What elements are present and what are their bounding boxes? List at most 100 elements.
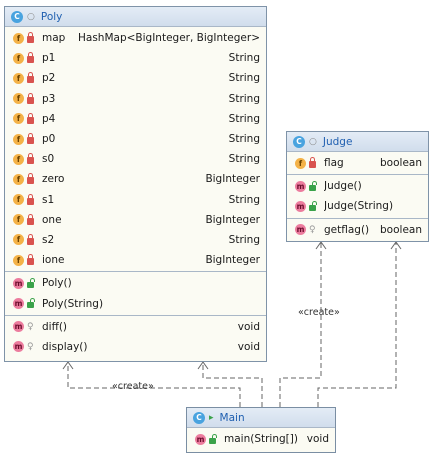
private-lock-icon — [27, 72, 34, 84]
public-unlock-icon — [309, 180, 317, 191]
field-name: p0 — [42, 133, 56, 146]
constructor-row[interactable]: m Poly(String) — [5, 293, 266, 313]
field-icon: f — [13, 194, 24, 206]
field-icon: f — [13, 133, 24, 145]
field-icon: f — [13, 93, 24, 105]
field-type: String — [228, 193, 260, 206]
constructor-row[interactable]: m Judge() — [287, 176, 428, 196]
package-key-icon: ♀ — [27, 341, 34, 352]
method-icon: m — [13, 277, 24, 289]
field-icon: f — [13, 113, 24, 125]
class-icon: C — [193, 411, 205, 424]
public-unlock-icon — [27, 298, 35, 309]
field-icon: f — [13, 153, 24, 165]
class-name: Main — [219, 411, 245, 424]
method-icon: m — [13, 321, 24, 333]
field-type: String — [228, 112, 260, 125]
edge-main-poly-2 — [202, 362, 263, 407]
method-icon: m — [295, 180, 306, 192]
private-lock-icon — [27, 254, 34, 266]
class-header: C ○ Poly — [5, 7, 266, 27]
constructor-name: Judge() — [324, 180, 362, 193]
edge-label-create-poly: «create» — [112, 381, 154, 392]
field-icon: f — [295, 157, 306, 169]
class-name: Poly — [40, 10, 63, 23]
field-row[interactable]: f s0 String — [5, 149, 266, 169]
class-name: Judge — [322, 135, 353, 148]
class-header: C ▸ Main — [187, 408, 335, 428]
field-row[interactable]: f p0 String — [5, 129, 266, 149]
arrowhead-judge-2 — [390, 241, 402, 250]
arrowhead-poly-1 — [62, 361, 74, 370]
edge-label-create-judge: «create» — [298, 307, 340, 318]
visibility-dot-icon: ○ — [309, 136, 317, 147]
public-unlock-icon — [209, 433, 217, 444]
method-return-type: void — [237, 320, 260, 333]
private-lock-icon — [27, 112, 34, 124]
field-icon: f — [13, 214, 24, 226]
field-icon: f — [13, 173, 24, 185]
methods-section: m♀getflag()boolean — [287, 219, 428, 241]
methods-section: m♀ diff() void m♀display()void — [5, 316, 266, 358]
method-row[interactable]: m♀display()void — [5, 337, 266, 357]
public-unlock-icon — [27, 277, 35, 288]
method-icon: m — [295, 224, 306, 236]
field-type: String — [228, 133, 260, 146]
field-type: String — [228, 153, 260, 166]
field-name: s0 — [42, 153, 55, 166]
method-row[interactable]: m♀getflag()boolean — [287, 220, 428, 240]
private-lock-icon — [27, 92, 34, 104]
visibility-dot-icon: ○ — [27, 11, 35, 22]
package-key-icon: ♀ — [27, 321, 34, 332]
private-lock-icon — [27, 52, 34, 64]
method-row[interactable]: m♀ diff() void — [5, 317, 266, 337]
method-return-type: void — [237, 340, 260, 353]
method-name: main(String[]) — [224, 433, 298, 446]
method-name: diff() — [42, 320, 68, 333]
field-name: flag — [324, 157, 344, 170]
field-name: zero — [42, 173, 65, 186]
method-name: getflag() — [324, 223, 370, 236]
field-name: map — [42, 32, 66, 45]
private-lock-icon — [27, 153, 34, 165]
field-icon: f — [13, 234, 24, 246]
private-lock-icon — [27, 213, 34, 225]
field-row[interactable]: f p4 String — [5, 109, 266, 129]
field-type: String — [228, 72, 260, 85]
method-icon: m — [13, 341, 24, 353]
field-icon: f — [13, 254, 24, 266]
field-name: p4 — [42, 112, 56, 125]
main-run-icon: ▸ — [209, 412, 214, 423]
arrowhead-judge-1 — [315, 241, 327, 250]
field-name: s2 — [42, 233, 55, 246]
method-icon: m — [13, 298, 24, 310]
constructor-name: Poly(String) — [42, 297, 104, 310]
private-lock-icon — [309, 157, 316, 169]
constructor-name: Judge(String) — [324, 200, 394, 213]
private-lock-icon — [27, 193, 34, 205]
field-name: p1 — [42, 52, 56, 65]
field-name: p3 — [42, 92, 56, 105]
